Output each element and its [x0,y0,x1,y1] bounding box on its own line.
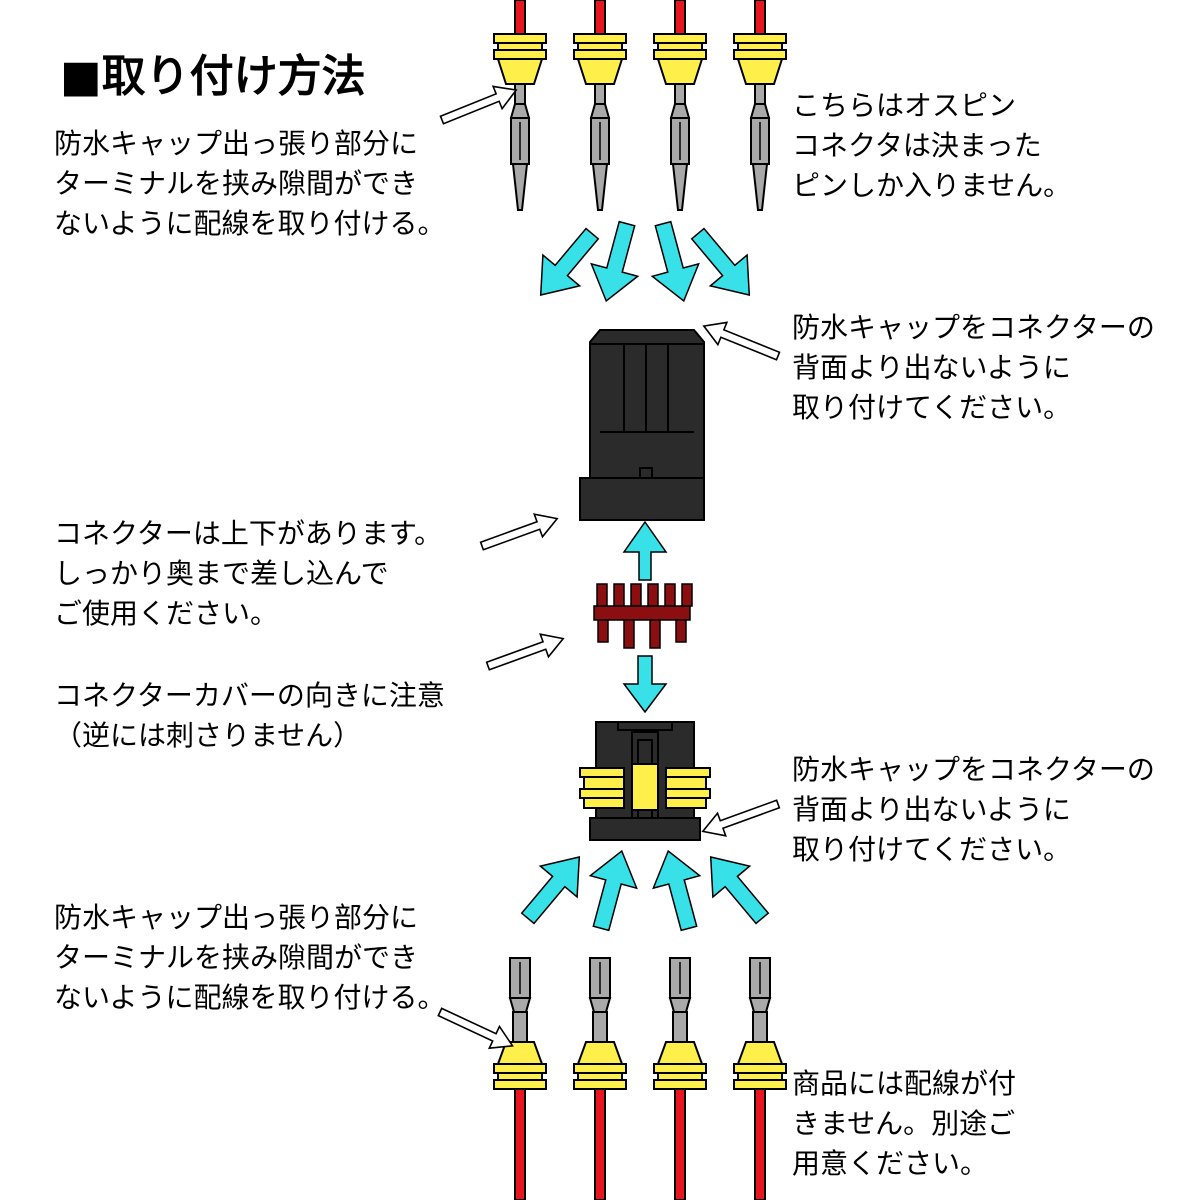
note-mid-right-upper: 防水キャップをコネクターの背面より出ないように取り付けてください。 [792,311,1155,424]
note-top-left: 防水キャップ出っ張り部分にターミナルを挟み隙間ができないように配線を取り付ける。 [54,127,446,240]
note-mid-right-lower: 防水キャップをコネクターの背面より出ないように取り付けてください。 [792,753,1155,866]
arrow-icon [622,520,668,581]
arrow-icon [521,216,769,312]
bottom-wires [514,1088,766,1200]
note-bottom-left: 防水キャップ出っ張り部分にターミナルを挟み隙間ができないように配線を取り付ける。 [54,901,446,1014]
waterproof-seal-icon [493,1041,787,1090]
arrow-icon [622,655,668,714]
connector-cover-icon [593,583,693,649]
top-wires [514,0,766,41]
waterproof-seal-icon [493,33,787,85]
page-title: ■取り付け方法 [60,51,366,102]
connector-housing-icon [579,329,705,521]
waterproof-seal-icon [579,763,711,811]
arrow-icon [508,840,782,936]
note-mid-left-upper: コネクターは上下があります。しっかり奥まで差し込んでご使用ください。 [54,517,443,630]
male-pin-icon [510,83,770,211]
note-mid-left-lower: コネクターカバーの向きに注意（逆には刺さりません） [54,679,445,752]
note-bottom-right: 商品には配線が付きません。別途ご用意ください。 [792,1067,1017,1180]
note-top-right: こちらはオスピンコネクタは決まったピンしか入りません。 [792,89,1072,202]
female-terminal-icon [509,957,771,1043]
